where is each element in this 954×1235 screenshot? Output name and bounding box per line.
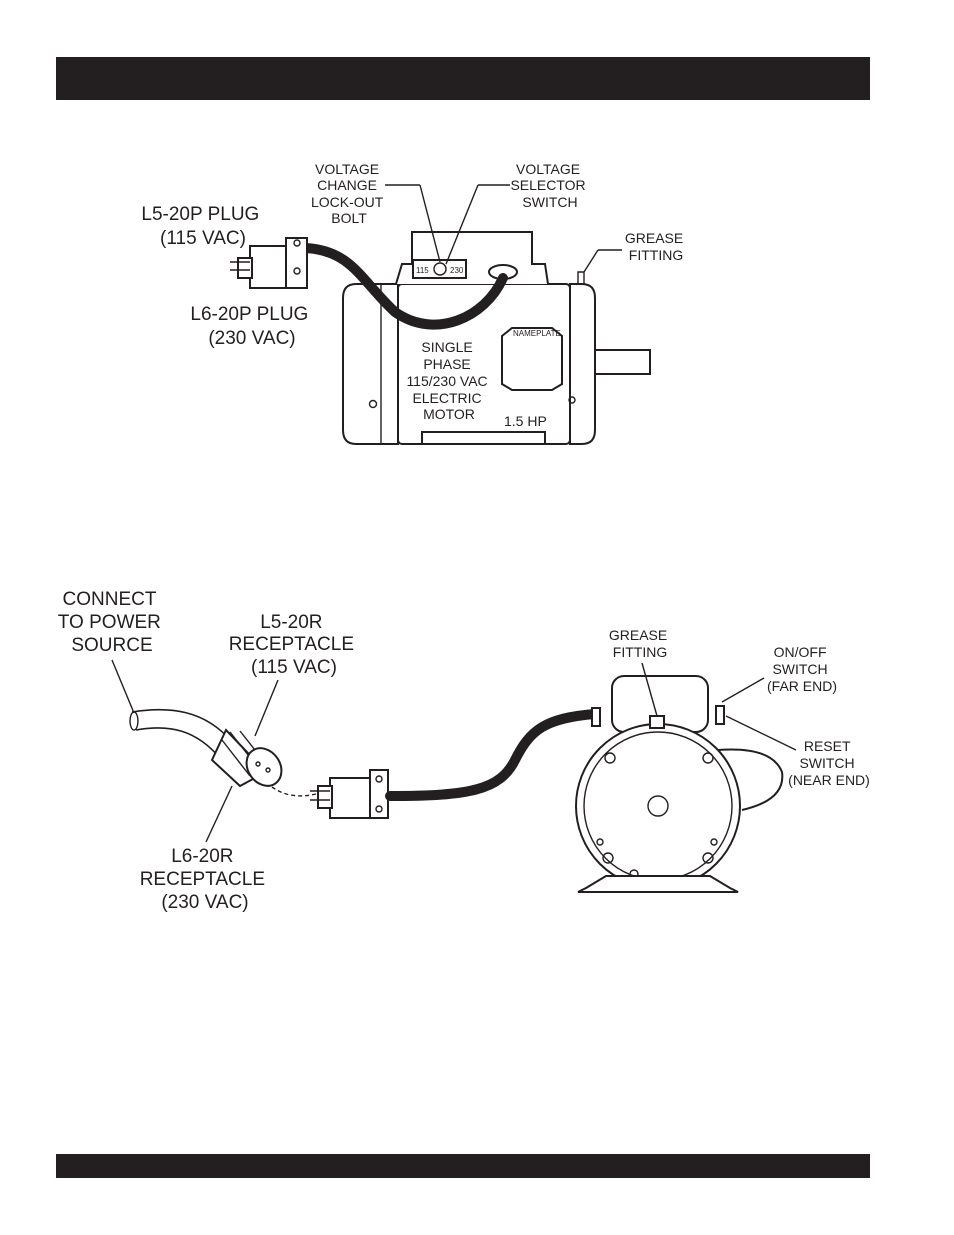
connect-power-source-label: CONNECT TO POWER SOURCE (58, 589, 166, 656)
power-source-cable (131, 708, 233, 743)
leader-top-grease-2 (583, 249, 599, 273)
leader-selector-switch-2 (445, 184, 479, 265)
power-source-cable-2 (135, 727, 221, 759)
nameplate: NAMEPLATE (501, 327, 563, 391)
top-grease-fitting-label: GREASE FITTING (625, 230, 687, 263)
bottom-grease-fitting-label: GREASE FITTING (609, 627, 671, 660)
top-power-cord (300, 243, 508, 330)
l5-20p-plug-label: L5-20P PLUG (115 VAC) (141, 204, 264, 249)
leader-lockout-bolt-2 (419, 184, 441, 263)
l5-20r-receptacle-label: L5-20R RECEPTACLE (115 VAC) (229, 612, 360, 678)
receptacle (210, 728, 283, 788)
bottom-plug (310, 769, 389, 819)
bottom-motor-cord (385, 709, 600, 801)
l6-20p-plug-label: L6-20P PLUG (230 VAC) (190, 304, 313, 349)
l6-20r-receptacle-label: L6-20R RECEPTACLE (230 VAC) (140, 846, 271, 913)
leader-bottom-grease (641, 662, 658, 717)
dashed-connection (271, 786, 317, 797)
top-plug (230, 237, 308, 289)
leader-l6-receptacle (205, 785, 233, 843)
motor-description: SINGLE PHASE 115/230 VAC ELECTRIC MOTOR (406, 339, 491, 422)
reset-switch-label: RESET SWITCH (NEAR END) (788, 738, 870, 788)
motor-end-view (575, 675, 784, 893)
top-motor-figure: 115 230 NAMEPLATE VOLTAGE CHANGE LOCK-OU… (141, 161, 687, 445)
leader-l5-receptacle (254, 679, 279, 737)
header-bar (56, 57, 870, 100)
nameplate-label: NAMEPLATE (513, 329, 561, 338)
footer-bar (56, 1154, 870, 1178)
bottom-motor-figure: CONNECT TO POWER SOURCE L5-20R RECEPTACL… (58, 589, 870, 913)
switch-230-label: 230 (450, 266, 464, 275)
switch-115-label: 115 (416, 266, 429, 275)
terminal-box: 115 230 (395, 231, 549, 285)
voltage-selector-switch-label: VOLTAGE SELECTOR SWITCH (510, 161, 589, 210)
leader-reset-switch (725, 715, 797, 751)
leader-power-source (111, 659, 135, 714)
on-off-switch-label: ON/OFF SWITCH (FAR END) (767, 644, 837, 694)
horsepower-label: 1.5 HP (504, 413, 547, 429)
leader-on-off-switch (721, 677, 765, 703)
voltage-change-lockout-bolt-label: VOLTAGE CHANGE LOCK-OUT BOLT (311, 161, 387, 226)
